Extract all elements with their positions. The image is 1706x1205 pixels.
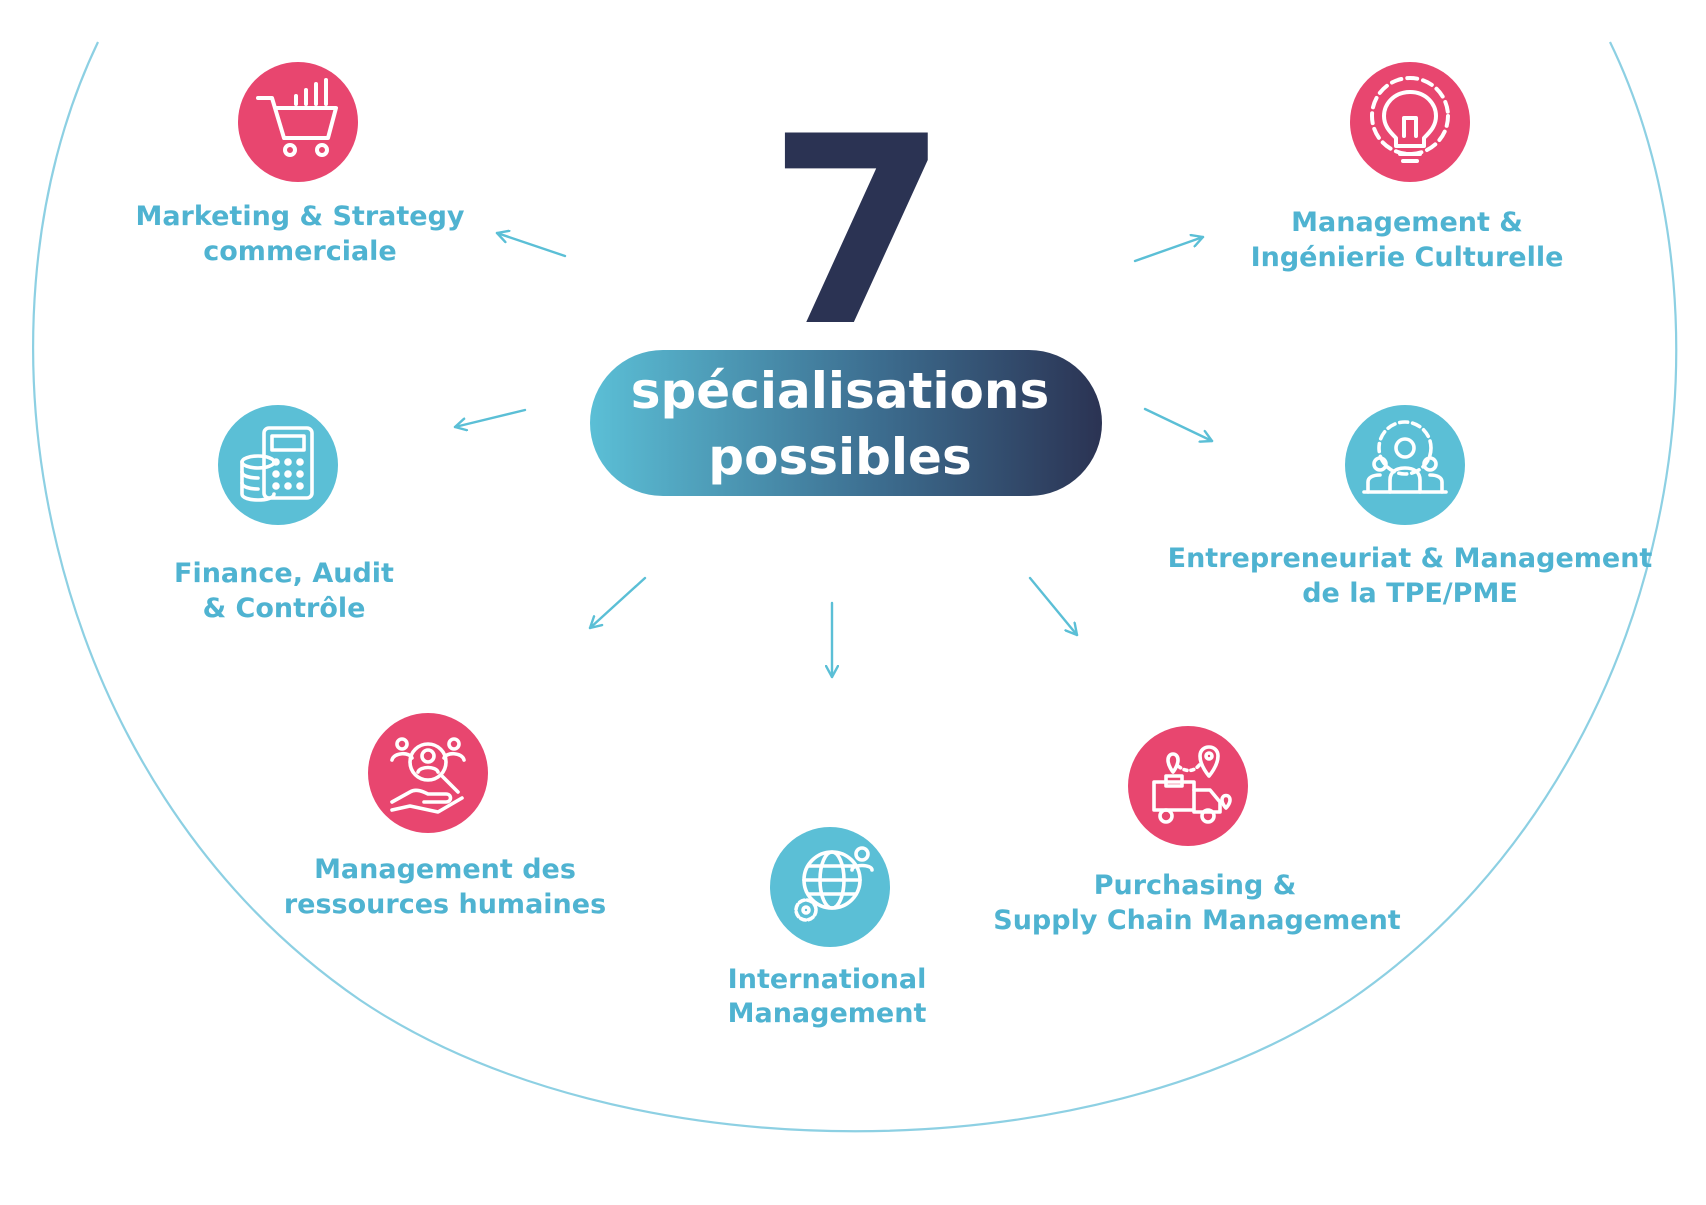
arrows — [453, 233, 1214, 679]
spec-marketing-line1: Marketing & Strategy — [135, 201, 464, 232]
arrow-finance — [453, 408, 527, 427]
spec-finance-line1: Finance, Audit — [174, 558, 394, 589]
arrow-culturelle — [1133, 237, 1205, 263]
spec-culturelle-line1: Management & — [1291, 207, 1523, 238]
arrow-supply — [1028, 576, 1079, 637]
delivery-truck-location-icon — [1152, 745, 1232, 824]
spec-culturelle: Management & Ingénierie Culturelle — [1251, 62, 1564, 273]
spec-rh: Management des ressources humaines — [284, 713, 606, 920]
spec-marketing-line2: commerciale — [203, 236, 397, 267]
arrow-rh — [588, 576, 647, 630]
spec-rh-badge — [368, 713, 488, 833]
spec-finance-line2: & Contrôle — [203, 593, 366, 624]
spec-international: International Management — [728, 827, 927, 1029]
headline-pill — [590, 350, 1102, 496]
spec-marketing-badge — [238, 62, 358, 182]
spec-finance: Finance, Audit & Contrôle — [174, 405, 394, 624]
spec-rh-line2: ressources humaines — [284, 889, 606, 920]
shopping-cart-chart-icon — [256, 78, 338, 157]
calculator-coins-icon — [240, 426, 314, 502]
arrow-entrepreneuriat — [1143, 407, 1214, 441]
arrow-marketing — [495, 233, 567, 258]
globe-gear-icon — [794, 846, 874, 922]
spec-supply-badge — [1128, 726, 1248, 846]
spec-supply: Purchasing & Supply Chain Management — [993, 726, 1401, 936]
spec-entrepreneuriat-line1: Entrepreneuriat & Management — [1168, 543, 1653, 574]
spec-supply-line1: Purchasing & — [1094, 870, 1297, 901]
outer-curve — [32, 41, 1678, 1133]
headline-line2: possibles — [708, 428, 971, 486]
spec-international-line2: Management — [728, 998, 927, 1029]
headline-line1: spécialisations — [631, 362, 1050, 420]
spec-culturelle-line2: Ingénierie Culturelle — [1251, 242, 1564, 273]
spec-international-line1: International — [728, 964, 927, 995]
spec-entrepreneuriat: Entrepreneuriat & Management de la TPE/P… — [1168, 405, 1653, 609]
spec-international-badge — [770, 827, 890, 947]
spec-rh-line1: Management des — [314, 854, 576, 885]
hand-people-search-icon — [390, 737, 466, 814]
spec-marketing: Marketing & Strategy commerciale — [135, 62, 465, 267]
spec-supply-line2: Supply Chain Management — [993, 905, 1401, 936]
lightbulb-gear-icon — [1370, 76, 1450, 163]
headline-number: 7 — [768, 82, 949, 384]
spec-entrepreneuriat-line2: de la TPE/PME — [1302, 578, 1518, 609]
spec-entrepreneuriat-badge — [1345, 405, 1465, 525]
team-gear-icon — [1362, 420, 1448, 494]
